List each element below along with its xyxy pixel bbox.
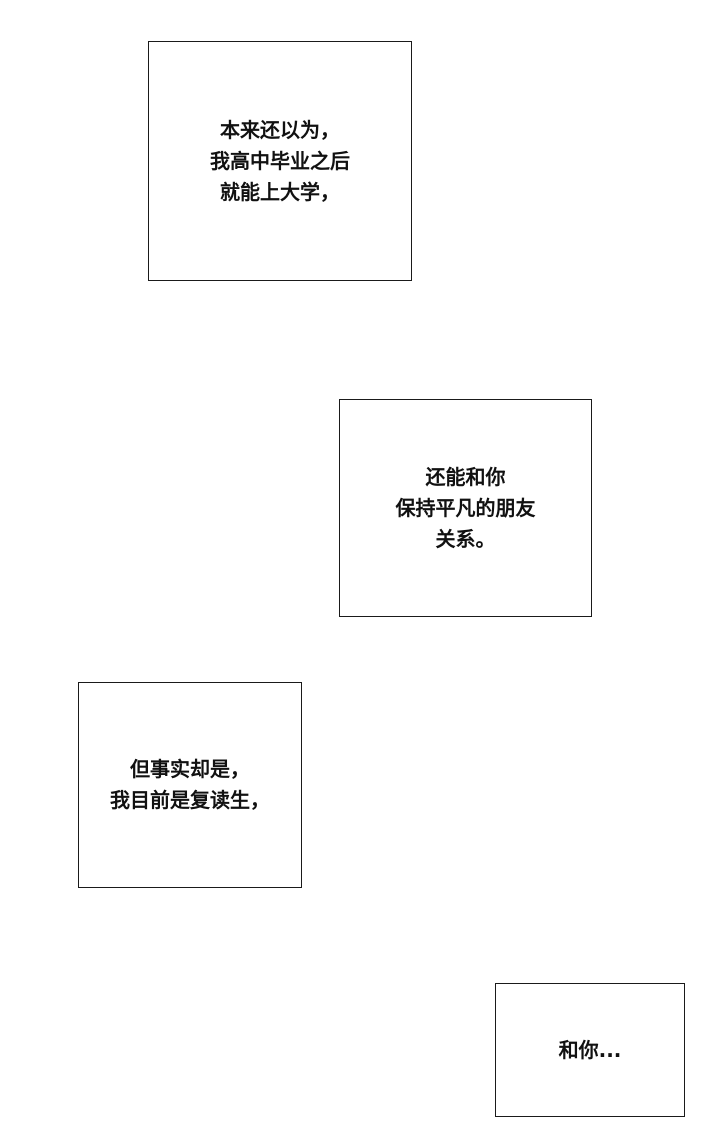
- caption-box-1: 本来还以为， 我高中毕业之后就能上大学，: [148, 41, 412, 281]
- caption-box-3: 但事实却是， 我目前是复读生，: [78, 682, 302, 888]
- caption-line: 保持平凡的朋友: [395, 495, 536, 520]
- caption-line: 还能和你: [425, 464, 506, 489]
- caption-box-2: 还能和你保持平凡的朋友关系。: [339, 399, 592, 617]
- caption-text-2: 还能和你保持平凡的朋友关系。: [396, 462, 536, 555]
- caption-box-4: 和你...: [495, 983, 685, 1117]
- caption-line: 我高中毕业之后: [210, 148, 350, 173]
- caption-line: 关系。: [435, 526, 496, 551]
- caption-line: 但事实却是，: [130, 757, 250, 781]
- caption-line: 就能上大学，: [220, 179, 340, 204]
- caption-line: 本来还以为，: [220, 117, 340, 142]
- caption-text-1: 本来还以为， 我高中毕业之后就能上大学，: [210, 115, 350, 208]
- caption-line: 和你...: [558, 1037, 622, 1062]
- caption-text-4: 和你...: [559, 1035, 622, 1066]
- caption-line: 我目前是复读生，: [110, 788, 270, 812]
- caption-text-3: 但事实却是， 我目前是复读生，: [110, 754, 270, 816]
